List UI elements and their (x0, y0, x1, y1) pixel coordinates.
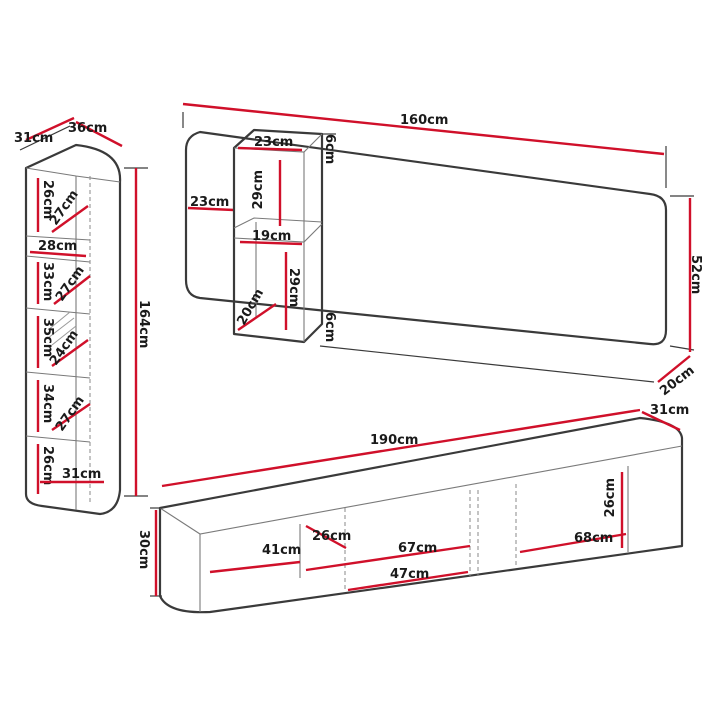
panel-height-label: 52cm (688, 255, 703, 294)
stand-right-width: 68cm (574, 531, 613, 546)
stand-width-label: 190cm (370, 433, 418, 448)
comp-2-diag: 27cm (53, 263, 88, 304)
tall-inner-width: 28cm (38, 239, 77, 254)
tall-cabinet-outline (24, 143, 122, 516)
stand-depth-label: 31cm (650, 403, 689, 418)
shelf-top-width: 23cm (254, 135, 293, 150)
stand-height-label: 30cm (136, 530, 151, 569)
comp-5-diag: 31cm (62, 467, 101, 482)
tv-stand: 190cm 31cm 30cm 41cm 26cm 67cm 47cm 68cm… (136, 403, 689, 614)
panel-offset-label: 23cm (190, 195, 229, 210)
dim-line-stand-width (161, 408, 641, 488)
dim-line-depth (25, 116, 75, 142)
comp-2-height: 33cm (40, 262, 55, 301)
comp-1-height: 26cm (40, 180, 55, 219)
tall-cabinet: 31cm 36cm 164cm 26cm 33cm 35cm 34cm 26cm… (14, 116, 151, 516)
comp-5-height: 26cm (40, 446, 55, 485)
tv-stand-outline (158, 416, 684, 614)
dim-line-panel-width (182, 102, 665, 156)
shelf-side-bottom: 6cm (322, 312, 337, 342)
tall-height-label: 164cm (136, 300, 151, 348)
shelf-lower-height: 29cm (286, 268, 301, 307)
wall-shelf-outline (232, 128, 324, 344)
tall-width-label: 36cm (68, 121, 107, 136)
wall-panel-set: 160cm 52cm 20cm 23cm 23cm 6cm 29cm 19cm … (182, 102, 703, 399)
stand-middle-width: 67cm (398, 541, 437, 556)
comp-4-diag: 27cm (53, 393, 88, 434)
panel-depth-label: 20cm (657, 363, 697, 399)
wall-panel-outline (184, 130, 668, 346)
stand-middle-inner: 47cm (390, 567, 429, 582)
panel-width-label: 160cm (400, 113, 448, 128)
dim-line-width (75, 120, 123, 148)
shelf-upper-height-label: 29cm (251, 170, 266, 209)
comp-3-height: 35cm (40, 318, 55, 357)
shelf-inner-width: 19cm (252, 229, 291, 244)
stand-left-depth: 26cm (312, 529, 351, 544)
dim-line-panel-depth (657, 355, 691, 383)
comp-4-height: 34cm (40, 384, 55, 423)
shelf-side-top: 6cm (322, 134, 337, 164)
tall-depth-label: 31cm (14, 131, 53, 146)
stand-right-height-label: 26cm (603, 478, 618, 517)
stand-left-width: 41cm (262, 543, 301, 558)
shelf-depth: 20cm (234, 286, 267, 328)
